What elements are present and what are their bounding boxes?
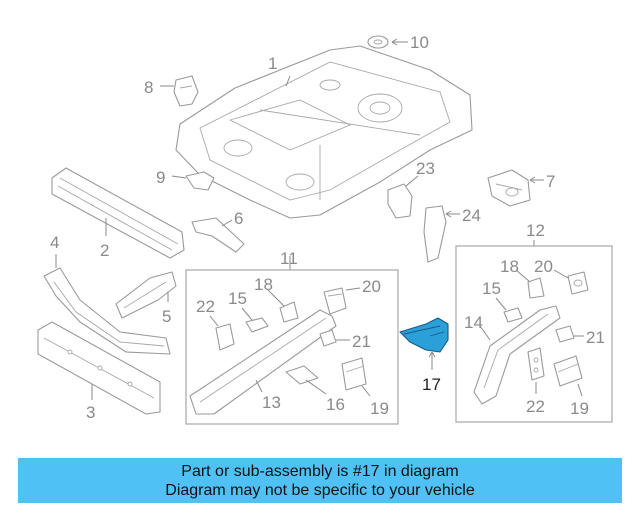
- callout-24: 24: [462, 206, 481, 225]
- part-3-crossmember: [37, 321, 161, 415]
- callout-10: 10: [410, 33, 429, 52]
- callout-7: 7: [546, 172, 555, 191]
- callout-8: 8: [144, 78, 153, 97]
- callout-15-right: 15: [482, 279, 501, 298]
- callout-4: 4: [50, 233, 59, 252]
- part-10-plug: [367, 35, 389, 49]
- part-15-left: [245, 317, 269, 333]
- part-1-floor-pan: [175, 45, 473, 219]
- part-19-left: [341, 357, 367, 391]
- part-8-bracket: [173, 75, 199, 107]
- part-5-bracket: [115, 271, 177, 319]
- banner-line-2: Diagram may not be specific to your vehi…: [165, 481, 475, 499]
- part-13-rail: [189, 309, 337, 415]
- callout-3: 3: [86, 403, 95, 422]
- callout-6: 6: [234, 209, 243, 228]
- callout-11: 11: [280, 249, 298, 268]
- banner-line-1: Part or sub-assembly is #17 in diagram: [181, 462, 459, 480]
- info-banner: Part or sub-assembly is #17 in diagram D…: [18, 458, 622, 503]
- part-21-right: [555, 325, 575, 343]
- callout-5: 5: [162, 307, 171, 326]
- part-18-right: [527, 277, 545, 299]
- part-6-gusset: [191, 217, 245, 253]
- part-4-rail: [43, 267, 171, 355]
- part-24-pillar: [423, 205, 447, 263]
- part-14-rail: [473, 305, 561, 405]
- callout-16: 16: [326, 395, 345, 414]
- callout-13: 13: [262, 393, 281, 412]
- part-15-right: [503, 307, 523, 323]
- callout-21-left: 21: [352, 332, 371, 351]
- callout-19-right: 19: [570, 399, 589, 418]
- part-9-bracket: [185, 171, 215, 191]
- part-16: [285, 365, 319, 385]
- part-21-left: [319, 329, 337, 347]
- part-22-right: [527, 347, 545, 381]
- callout-18-right: 18: [500, 257, 519, 276]
- part-18-left: [279, 301, 299, 323]
- callout-22-right: 22: [526, 397, 545, 416]
- callout-22-left: 22: [196, 297, 215, 316]
- part-7-bracket: [487, 169, 531, 207]
- callout-20-left: 20: [362, 277, 381, 296]
- callout-2: 2: [100, 241, 109, 260]
- callout-18-left: 18: [254, 275, 273, 294]
- part-23-bracket: [387, 183, 413, 219]
- callout-23: 23: [416, 159, 435, 178]
- part-19-right: [553, 355, 583, 387]
- part-20-left: [323, 287, 347, 315]
- callout-15-left: 15: [228, 289, 247, 308]
- callout-12: 12: [526, 221, 545, 240]
- group-frame-11: [185, 269, 399, 425]
- part-22-left: [215, 323, 235, 351]
- callout-21-right: 21: [586, 328, 605, 347]
- callout-19-left: 19: [370, 399, 389, 418]
- callout-9: 9: [156, 168, 165, 187]
- part-17-highlighted[interactable]: [399, 317, 449, 353]
- callout-14: 14: [464, 313, 483, 332]
- part-20-right: [567, 271, 589, 295]
- callout-20-right: 20: [534, 257, 553, 276]
- callout-1: 1: [268, 54, 277, 73]
- callout-17: 17: [422, 375, 441, 394]
- part-2-crossmember: [51, 167, 185, 259]
- parts-diagram: 1 10 8 9 2 6 4 5: [37, 33, 613, 425]
